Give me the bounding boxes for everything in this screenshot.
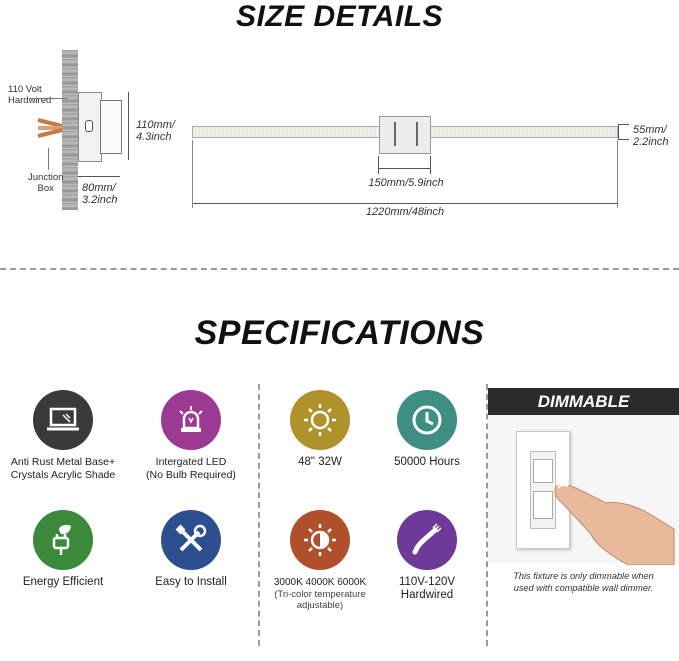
laptop-shade-icon [33, 390, 93, 450]
color-temperature-icon [290, 510, 350, 570]
spec-divider-left [258, 384, 260, 646]
junction-leader [48, 148, 49, 170]
thickness-dim-line [618, 124, 629, 140]
total-length-tick-right [617, 140, 618, 208]
led-bulb-icon [161, 390, 221, 450]
section-divider [0, 268, 679, 270]
size-details-title: SIZE DETAILS [235, 0, 444, 33]
base-width-tick-right [430, 156, 431, 174]
spec-label: 3000K 4000K 6000K [273, 577, 367, 588]
side-fixture-body [100, 100, 122, 154]
tools-icon [161, 510, 221, 570]
total-length-dim-line [192, 203, 618, 204]
spec-label: 48" 32W [298, 456, 342, 468]
wires-icon [36, 114, 66, 145]
spec-divider-right [486, 384, 488, 646]
junction-label: Junction Box [28, 172, 64, 194]
dimmable-note-line2: used with compatible wall dimmer. [513, 583, 654, 593]
voltage-label: 110 Volt Hardwired [8, 84, 52, 106]
spec-label: 110V-120V [398, 576, 456, 588]
wire-icon [397, 510, 457, 570]
dimmable-title: DIMMABLE [537, 392, 630, 411]
spec-label: Energy Efficient [22, 576, 104, 588]
dimmable-header: DIMMABLE [488, 388, 679, 415]
clock-icon [397, 390, 457, 450]
hand-icon [554, 483, 675, 565]
front-mount-arm [394, 122, 418, 146]
spec-label: Easy to Install [155, 576, 227, 588]
spec-item-wattage: 48" 32W [255, 390, 385, 469]
spec-item-integrated-led: Intergated LED (No Bulb Required) [126, 390, 256, 482]
thickness-dimension: 55mm/ 2.2inch [633, 124, 669, 148]
spec-item-easy-install: Easy to Install [126, 510, 256, 589]
spec-label: Anti Rust Metal Base+ [10, 456, 116, 468]
dimmer-illustration [488, 415, 679, 565]
side-fixture-knob [85, 120, 93, 132]
total-length-dimension: 1220mm/48inch [365, 206, 445, 218]
height-dim-line [128, 92, 129, 160]
dimmable-note-line1: This fixture is only dimmable when [513, 571, 654, 581]
dimmer-slider [533, 491, 553, 519]
base-width-tick-left [378, 156, 379, 174]
voltage-leader [30, 98, 68, 99]
total-length-tick-left [192, 140, 193, 208]
spec-label: Intergated LED [155, 456, 227, 468]
front-mount-plate [379, 116, 431, 154]
depth-dim-line [78, 176, 120, 177]
base-width-dim-line [378, 168, 430, 169]
base-width-dimension: 150mm/5.9inch [368, 177, 444, 189]
sun-icon [290, 390, 350, 450]
spec-sublabel: (No Bulb Required) [146, 469, 236, 481]
spec-label: 50000 Hours [394, 456, 460, 468]
wall [62, 50, 78, 210]
height-dimension: 110mm/ 4.3inch [136, 119, 175, 143]
spec-sublabel: Hardwired [400, 589, 454, 601]
spec-item-lifespan: 50000 Hours [362, 390, 492, 469]
spec-item-energy-efficient: Energy Efficient [0, 510, 128, 589]
spec-item-metal-base: Anti Rust Metal Base+ Crystals Acrylic S… [0, 390, 128, 482]
eco-plug-icon [33, 510, 93, 570]
spec-sublabel: (Tri-color temperature adjustable) [274, 589, 366, 611]
specifications-title: SPECIFICATIONS [194, 314, 485, 352]
dimmer-rocker [533, 459, 553, 483]
spec-item-color-temperature: 3000K 4000K 6000K (Tri-color temperature… [255, 510, 385, 611]
spec-sublabel: Crystals Acrylic Shade [10, 469, 116, 481]
dimmable-note: This fixture is only dimmable when used … [488, 570, 679, 594]
depth-dimension: 80mm/ 3.2inch [82, 182, 118, 206]
spec-item-voltage: 110V-120V Hardwired [362, 510, 492, 602]
